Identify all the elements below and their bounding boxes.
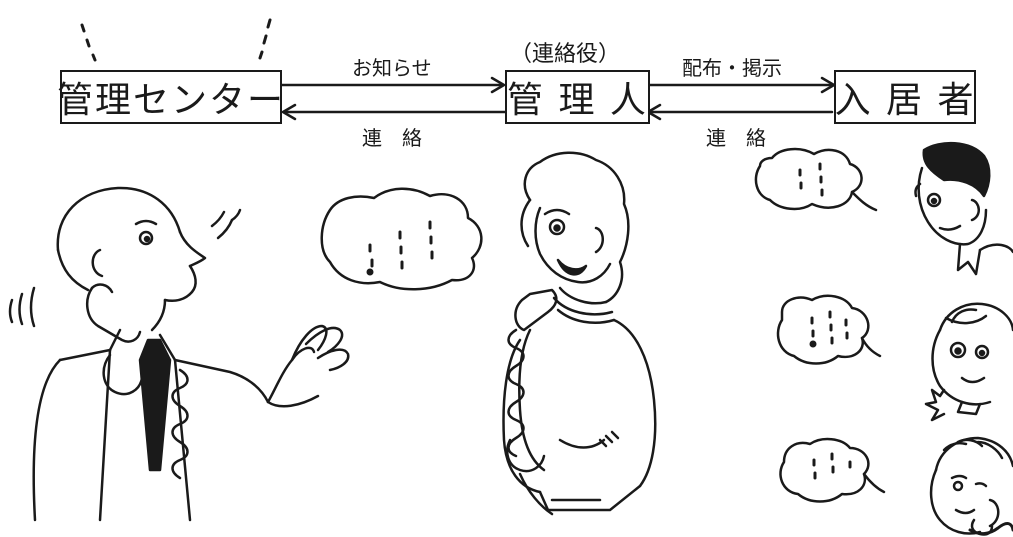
arrow-manager-to-center xyxy=(281,103,507,121)
management-center-label: 管理センター xyxy=(57,80,286,121)
resident-elder-figure xyxy=(929,436,1013,536)
manager-role-note: （連絡役） xyxy=(510,42,621,67)
residents-box: 入 居 者 xyxy=(834,70,976,124)
edge-label-notice: お知らせ xyxy=(352,56,432,80)
arrow-residents-to-manager xyxy=(646,103,834,121)
resident-man-figure xyxy=(914,141,1013,276)
man-on-phone-figure xyxy=(8,186,350,522)
edge-label-distribute: 配布・掲示 xyxy=(682,56,782,80)
building-manager-box: 管 理 人 xyxy=(505,70,650,124)
arrow-center-to-manager xyxy=(280,76,506,94)
resident-girl-figure xyxy=(924,302,1013,422)
speech-bubble-3 xyxy=(776,294,882,365)
residents-label: 入 居 者 xyxy=(834,80,976,121)
management-center-box: 管理センター xyxy=(57,70,286,124)
speech-bubble-4 xyxy=(779,437,886,503)
emphasis-marks xyxy=(80,18,272,62)
building-manager-label: 管 理 人 xyxy=(507,80,648,121)
edge-label-contact-left: 連 絡 xyxy=(362,126,422,150)
speech-bubble-2 xyxy=(754,147,878,212)
edge-label-contact-right: 連 絡 xyxy=(706,126,766,150)
speech-bubble-1 xyxy=(320,187,483,291)
woman-on-phone-figure xyxy=(502,151,657,516)
